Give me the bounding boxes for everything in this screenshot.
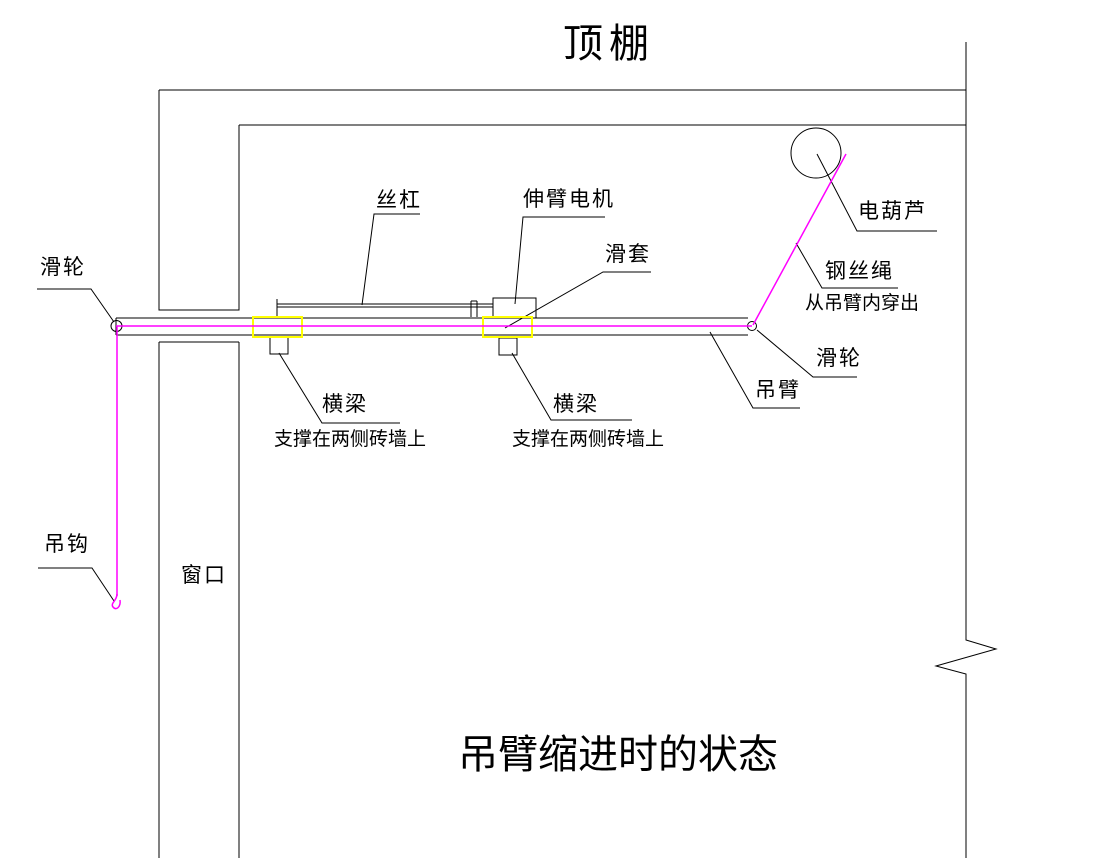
lead-screw-rod [277, 303, 493, 308]
crossbeam-2-note: 支撑在两侧砖墙上 [512, 428, 665, 450]
window-label: 窗口 [181, 563, 227, 587]
leader-extension-motor [514, 216, 605, 305]
sliding-sleeve-label: 滑套 [605, 242, 651, 266]
crossbeam-block-1 [269, 336, 289, 355]
extension-motor-label: 伸臂电机 [523, 187, 615, 211]
electric-hoist-circle [790, 127, 842, 179]
leader-crossbeam-2 [511, 352, 632, 421]
hook-label: 吊钩 [44, 532, 90, 556]
lead-screw-label: 丝杠 [376, 188, 422, 212]
extension-motor-box [492, 297, 537, 319]
boom-label: 吊臂 [755, 378, 801, 402]
right-wall-break-line [934, 42, 998, 858]
wire-rope-diagonal [752, 153, 847, 326]
wire-rope-label-line2: 从吊臂内穿出 [805, 292, 920, 314]
wire-rope-label-line1: 钢丝绳 [825, 259, 894, 283]
crossbeam-1-label: 横梁 [322, 392, 368, 416]
pulley-left-label: 滑轮 [40, 255, 86, 279]
ceiling-label: 顶棚 [563, 21, 655, 67]
leader-lead-screw [361, 213, 420, 306]
crossbeam-highlight-2 [482, 316, 533, 338]
left-wall-upper [158, 90, 240, 311]
leader-crossbeam-1 [278, 352, 400, 424]
leader-electric-hoist [816, 153, 937, 232]
hook-shape [111, 593, 121, 610]
leader-wire-rope [795, 242, 898, 289]
crossbeam-highlight-1 [252, 316, 303, 338]
leader-pulley-right [756, 329, 857, 378]
pulley-right-label: 滑轮 [816, 346, 862, 370]
electric-hoist-label: 电葫芦 [858, 199, 927, 223]
left-wall-lower [158, 341, 240, 858]
lead-screw-nut [470, 300, 478, 317]
crossbeam-2-label: 横梁 [553, 392, 599, 416]
crossbeam-block-2 [498, 337, 518, 356]
leader-sliding-sleeve [504, 271, 651, 329]
crossbeam-1-note: 支撑在两侧砖墙上 [274, 428, 427, 450]
leader-boom [709, 331, 800, 409]
leader-hook [38, 567, 115, 602]
leader-pulley-left [37, 288, 115, 323]
drawing-title: 吊臂缩进时的状态 [458, 732, 778, 778]
